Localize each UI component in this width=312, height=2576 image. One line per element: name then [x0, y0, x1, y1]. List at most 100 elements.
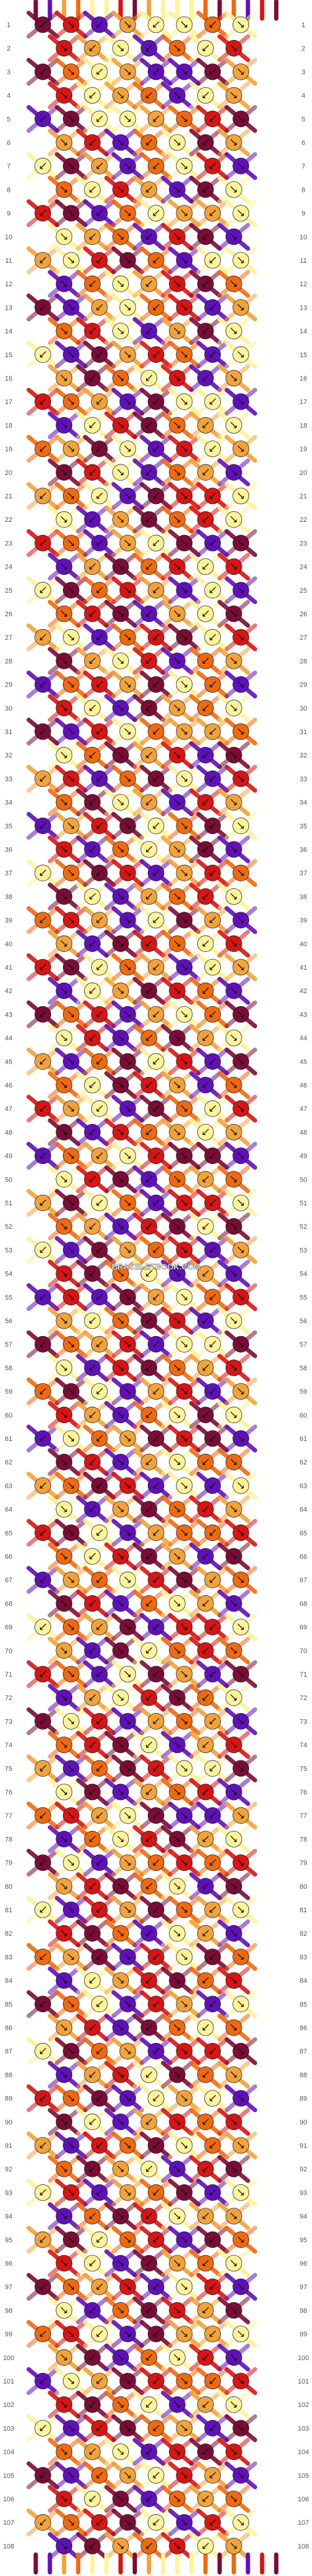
- knot-arrow-icon: [210, 2330, 216, 2337]
- knot-arrow-icon: [39, 1953, 46, 1960]
- knot: [84, 2255, 101, 2272]
- knot-arrow-icon: [39, 115, 46, 122]
- knot: [141, 1830, 157, 1847]
- knot: [169, 888, 186, 905]
- knot-arrow-icon: [237, 539, 244, 547]
- knot: [62, 16, 80, 33]
- knot-arrow-icon: [181, 115, 187, 122]
- knot-arrow-icon: [124, 1670, 131, 1677]
- knot-arrow-icon: [210, 539, 216, 547]
- knot-arrow-icon: [89, 328, 96, 334]
- knot-arrow-icon: [67, 1670, 75, 1677]
- knot-arrow-icon: [60, 328, 67, 334]
- knot-arrow-icon: [117, 2542, 124, 2549]
- knot-arrow-icon: [202, 1034, 209, 1041]
- knot-arrow-icon: [237, 917, 244, 923]
- row-number-right: 51: [300, 1200, 307, 1207]
- knot: [225, 417, 242, 434]
- knot: [232, 2326, 250, 2343]
- knot: [91, 676, 108, 693]
- knot: [204, 2467, 221, 2484]
- knot-arrow-icon: [202, 2495, 209, 2502]
- knot: [119, 1807, 136, 1824]
- knot: [119, 535, 136, 551]
- knot-arrow-icon: [181, 728, 187, 735]
- knot: [197, 275, 214, 292]
- knot-arrow-icon: [124, 1953, 131, 1960]
- knot-arrow-icon: [39, 2424, 46, 2432]
- knot-arrow-icon: [173, 2495, 181, 2502]
- knot-arrow-icon: [89, 1694, 96, 1701]
- row-number-right: 32: [300, 752, 307, 759]
- knot-arrow-icon: [96, 445, 103, 452]
- knot: [55, 2443, 73, 2461]
- knot-arrow-icon: [181, 1105, 187, 1112]
- knot-arrow-icon: [60, 1223, 67, 1229]
- knot-arrow-icon: [237, 1152, 244, 1159]
- knot-arrow-icon: [67, 1388, 75, 1395]
- row-number-left: 85: [5, 2001, 12, 2008]
- knot-arrow-icon: [67, 822, 75, 829]
- knot: [197, 134, 214, 151]
- knot: [141, 1736, 157, 1754]
- knot-arrow-icon: [202, 374, 209, 381]
- knot-arrow-icon: [153, 681, 160, 688]
- knot: [62, 2042, 80, 2060]
- knot-arrow-icon: [173, 799, 181, 806]
- knot: [141, 1406, 157, 1424]
- knot: [84, 1548, 101, 1565]
- knot: [84, 1642, 101, 1659]
- knot-arrow-icon: [124, 2189, 131, 2196]
- row-number-right: 97: [300, 2284, 307, 2291]
- knot: [62, 1430, 80, 1447]
- knot: [169, 653, 186, 669]
- knot-arrow-icon: [173, 704, 181, 711]
- knot-arrow-icon: [124, 2330, 131, 2337]
- knot: [141, 2066, 157, 2083]
- knot-arrow-icon: [173, 2354, 181, 2361]
- knot-arrow-icon: [202, 1741, 209, 1748]
- knot: [55, 1406, 73, 1424]
- knot: [35, 676, 51, 693]
- knot: [147, 2184, 165, 2201]
- knot: [35, 723, 51, 740]
- knot-arrow-icon: [210, 351, 216, 358]
- knot-arrow-icon: [153, 2095, 160, 2102]
- knot: [112, 2113, 129, 2131]
- row-number-left: 20: [5, 469, 12, 477]
- knot: [232, 1854, 250, 1872]
- knot-arrow-icon: [117, 2448, 124, 2455]
- knot: [84, 2160, 101, 2178]
- knot-arrow-icon: [39, 2189, 46, 2196]
- knot: [147, 676, 165, 693]
- knot-arrow-icon: [210, 1199, 216, 1206]
- knot: [197, 1878, 214, 1895]
- knot: [225, 1453, 242, 1471]
- knot-arrow-icon: [153, 162, 160, 169]
- knot: [225, 181, 242, 198]
- knot-arrow-icon: [124, 634, 131, 640]
- knot: [112, 1548, 129, 1565]
- row-number-right: 1: [302, 22, 305, 29]
- knot: [232, 2231, 250, 2248]
- knot-arrow-icon: [89, 1506, 96, 1513]
- knot: [62, 157, 80, 175]
- knot-arrow-icon: [210, 587, 216, 593]
- knot-arrow-icon: [39, 1576, 46, 1583]
- knot-arrow-icon: [153, 1906, 160, 1913]
- knot: [35, 1289, 51, 1306]
- knot-arrow-icon: [153, 1010, 160, 1018]
- knot-arrow-icon: [181, 1576, 187, 1583]
- knot: [169, 841, 186, 858]
- knot: [112, 2255, 129, 2272]
- knot: [35, 157, 51, 175]
- knot: [141, 558, 157, 575]
- knot-arrow-icon: [153, 1340, 160, 1347]
- knot-arrow-icon: [210, 2472, 216, 2479]
- knot: [55, 653, 73, 669]
- knot: [112, 2019, 129, 2036]
- knot: [176, 1335, 193, 1353]
- row-number-left: 65: [5, 1530, 12, 1537]
- knot: [35, 1996, 51, 2013]
- knot: [119, 817, 136, 835]
